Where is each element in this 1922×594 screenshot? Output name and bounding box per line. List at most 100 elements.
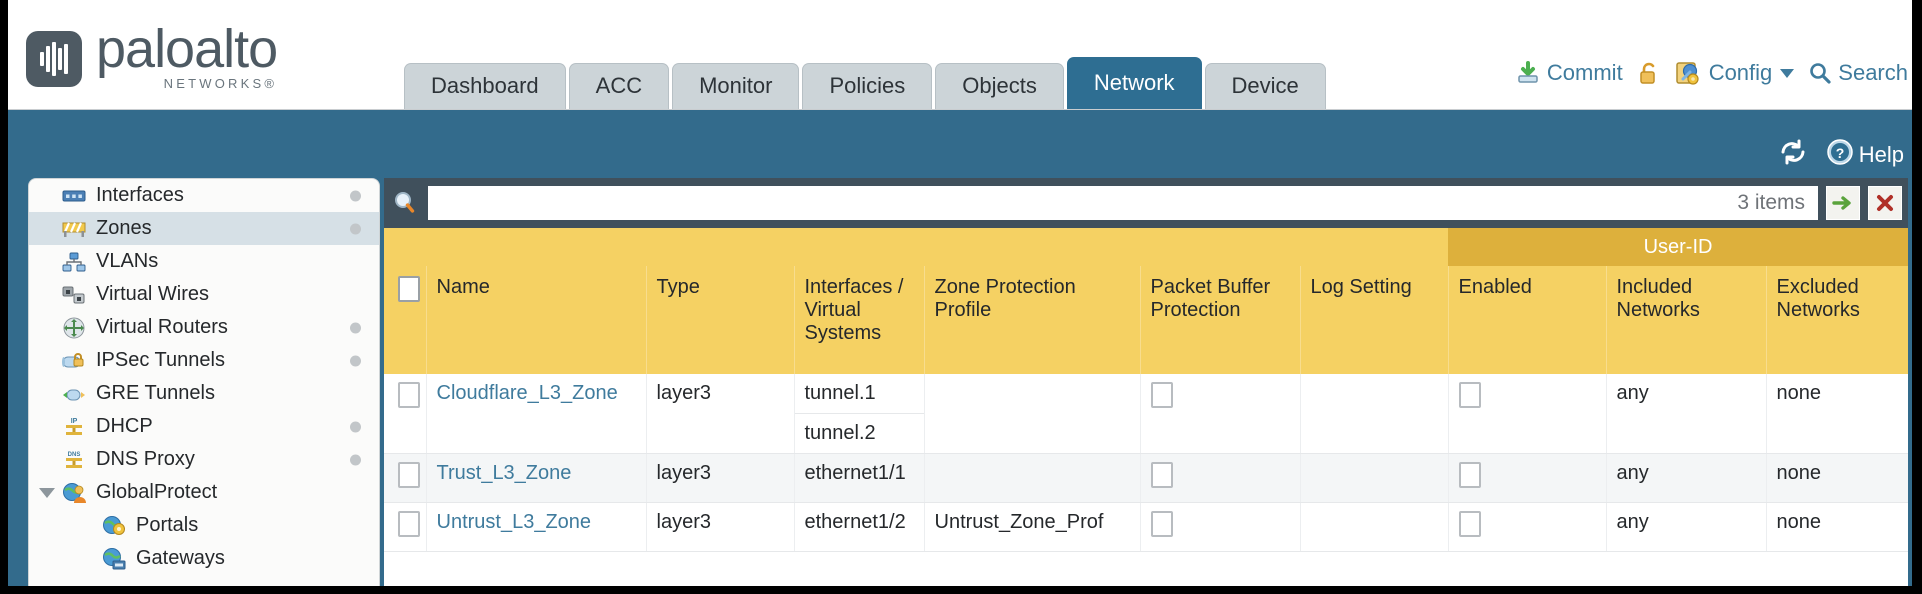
top-bar: paloalto NETWORKS® Dashboard ACC Monitor… bbox=[0, 0, 1922, 110]
frame-right bbox=[1912, 0, 1922, 594]
sidebar-item-label: Virtual Routers bbox=[96, 316, 228, 338]
table-row[interactable]: Untrust_L3_Zone layer3 ethernet1/2 Untru… bbox=[384, 502, 1908, 552]
column-header-name[interactable]: Name bbox=[426, 266, 647, 374]
tab-monitor[interactable]: Monitor bbox=[672, 63, 800, 109]
interface-item: tunnel.2 bbox=[804, 422, 876, 444]
cell-userid-enabled[interactable] bbox=[1448, 453, 1607, 503]
gateways-icon bbox=[101, 547, 127, 570]
zone-name-link[interactable]: Untrust_L3_Zone bbox=[436, 511, 592, 533]
cell-name[interactable]: Trust_L3_Zone bbox=[426, 453, 647, 503]
lock-icon bbox=[1637, 60, 1661, 86]
sidebar-item-portals[interactable]: Portals bbox=[29, 509, 379, 542]
zone-name-link[interactable]: Cloudflare_L3_Zone bbox=[436, 382, 618, 404]
row-select-cell[interactable] bbox=[384, 453, 427, 503]
sidebar-item-virtual-wires[interactable]: Virtual Wires bbox=[29, 278, 379, 311]
zones-table: User-ID Name Type Interfaces / Virtual S… bbox=[384, 228, 1908, 552]
cell-name[interactable]: Untrust_L3_Zone bbox=[426, 502, 647, 552]
cell-type: layer3 bbox=[646, 502, 795, 552]
sidebar-item-virtual-routers[interactable]: Virtual Routers bbox=[29, 311, 379, 344]
sidebar-item-label: VLANs bbox=[96, 250, 159, 272]
sidebar-item-interfaces[interactable]: Interfaces bbox=[29, 179, 379, 212]
zone-name-link[interactable]: Trust_L3_Zone bbox=[436, 462, 572, 484]
packet-buffer-protection-checkbox[interactable] bbox=[1150, 511, 1173, 537]
tab-dashboard[interactable]: Dashboard bbox=[404, 63, 566, 109]
row-checkbox[interactable] bbox=[398, 511, 420, 537]
paloalto-logo-icon bbox=[26, 31, 82, 87]
filter-search-icon[interactable] bbox=[390, 190, 420, 216]
packet-buffer-protection-checkbox[interactable] bbox=[1150, 462, 1173, 488]
cell-userid-enabled[interactable] bbox=[1448, 502, 1607, 552]
cell-interfaces: tunnel.1 tunnel.2 bbox=[794, 374, 925, 454]
help-icon: ? bbox=[1826, 138, 1854, 172]
group-header-user-id: User-ID bbox=[1448, 228, 1908, 266]
cell-userid-enabled[interactable] bbox=[1448, 374, 1607, 454]
globalprotect-icon bbox=[61, 482, 87, 504]
column-header-enabled[interactable]: Enabled bbox=[1448, 266, 1607, 374]
sidebar-item-label: Zones bbox=[96, 217, 152, 239]
row-select-cell[interactable] bbox=[384, 502, 427, 552]
filter-input[interactable]: 3 items bbox=[428, 186, 1818, 220]
select-all-checkbox[interactable] bbox=[398, 276, 420, 302]
row-checkbox[interactable] bbox=[398, 462, 420, 488]
column-header-included-networks[interactable]: Included Networks bbox=[1606, 266, 1767, 374]
column-header-interfaces[interactable]: Interfaces / Virtual Systems bbox=[794, 266, 925, 374]
sidebar-item-gateways[interactable]: Gateways bbox=[29, 542, 379, 575]
tab-device[interactable]: Device bbox=[1204, 63, 1326, 109]
tab-objects[interactable]: Objects bbox=[935, 63, 1064, 109]
cell-excluded-networks: none bbox=[1766, 374, 1908, 454]
column-header-type[interactable]: Type bbox=[646, 266, 795, 374]
sidebar-item-zones[interactable]: Zones bbox=[29, 212, 379, 245]
item-count-label: 3 items bbox=[1737, 191, 1805, 214]
cell-name[interactable]: Cloudflare_L3_Zone bbox=[426, 374, 647, 454]
commit-button[interactable]: Commit bbox=[1515, 60, 1623, 86]
table-row[interactable]: Cloudflare_L3_Zone layer3 tunnel.1 tunne… bbox=[384, 374, 1908, 454]
cell-packet-buffer-protection[interactable] bbox=[1140, 374, 1301, 454]
status-dot bbox=[350, 421, 361, 432]
status-dot bbox=[350, 190, 361, 201]
band-actions: ? Help bbox=[1778, 138, 1904, 172]
config-button[interactable]: Config bbox=[1675, 60, 1795, 86]
cell-packet-buffer-protection[interactable] bbox=[1140, 502, 1301, 552]
table-row[interactable]: Trust_L3_Zone layer3 ethernet1/1 any bbox=[384, 453, 1908, 503]
row-checkbox[interactable] bbox=[398, 382, 420, 408]
column-header-zone-protection-profile[interactable]: Zone Protection Profile bbox=[924, 266, 1141, 374]
chevron-down-icon[interactable] bbox=[39, 487, 55, 498]
dhcp-icon: IP bbox=[61, 416, 87, 438]
help-label: Help bbox=[1858, 142, 1904, 167]
tab-policies[interactable]: Policies bbox=[802, 63, 933, 109]
gre-tunnels-icon bbox=[61, 383, 87, 405]
cell-excluded-networks: none bbox=[1766, 502, 1908, 552]
apply-filter-button[interactable] bbox=[1826, 186, 1860, 220]
cell-zone-protection-profile bbox=[924, 374, 1141, 454]
column-header-log-setting[interactable]: Log Setting bbox=[1300, 266, 1449, 374]
userid-enabled-checkbox[interactable] bbox=[1458, 462, 1481, 488]
column-header-packet-buffer-protection[interactable]: Packet Buffer Protection bbox=[1140, 266, 1301, 374]
frame-left bbox=[0, 0, 8, 594]
sidebar-item-globalprotect[interactable]: GlobalProtect bbox=[29, 476, 379, 509]
userid-enabled-checkbox[interactable] bbox=[1458, 511, 1481, 537]
filter-bar: 3 items bbox=[384, 178, 1908, 228]
row-select-cell[interactable] bbox=[384, 374, 427, 454]
chevron-down-icon bbox=[1780, 68, 1795, 78]
sidebar-item-ipsec-tunnels[interactable]: IPSec Tunnels bbox=[29, 344, 379, 377]
group-spacer bbox=[384, 228, 1448, 266]
sidebar-item-dns-proxy[interactable]: DNS DNS Proxy bbox=[29, 443, 379, 476]
lock-button[interactable] bbox=[1637, 60, 1661, 86]
refresh-button[interactable] bbox=[1778, 139, 1808, 171]
cell-packet-buffer-protection[interactable] bbox=[1140, 453, 1301, 503]
clear-filter-button[interactable] bbox=[1868, 186, 1902, 220]
tab-network[interactable]: Network bbox=[1066, 57, 1202, 109]
svg-text:?: ? bbox=[1835, 145, 1844, 161]
select-all-header[interactable] bbox=[384, 266, 427, 374]
tab-acc[interactable]: ACC bbox=[568, 63, 670, 109]
sidebar-item-dhcp[interactable]: IP DHCP bbox=[29, 410, 379, 443]
sidebar-item-label: GRE Tunnels bbox=[96, 382, 215, 404]
sidebar-item-gre-tunnels[interactable]: GRE Tunnels bbox=[29, 377, 379, 410]
userid-enabled-checkbox[interactable] bbox=[1458, 382, 1481, 408]
svg-text:DNS: DNS bbox=[68, 452, 81, 458]
sidebar-item-vlans[interactable]: VLANs bbox=[29, 245, 379, 278]
packet-buffer-protection-checkbox[interactable] bbox=[1150, 382, 1173, 408]
search-button[interactable]: Search bbox=[1808, 60, 1908, 86]
help-button[interactable]: ? Help bbox=[1826, 138, 1904, 172]
column-header-excluded-networks[interactable]: Excluded Networks bbox=[1766, 266, 1908, 374]
